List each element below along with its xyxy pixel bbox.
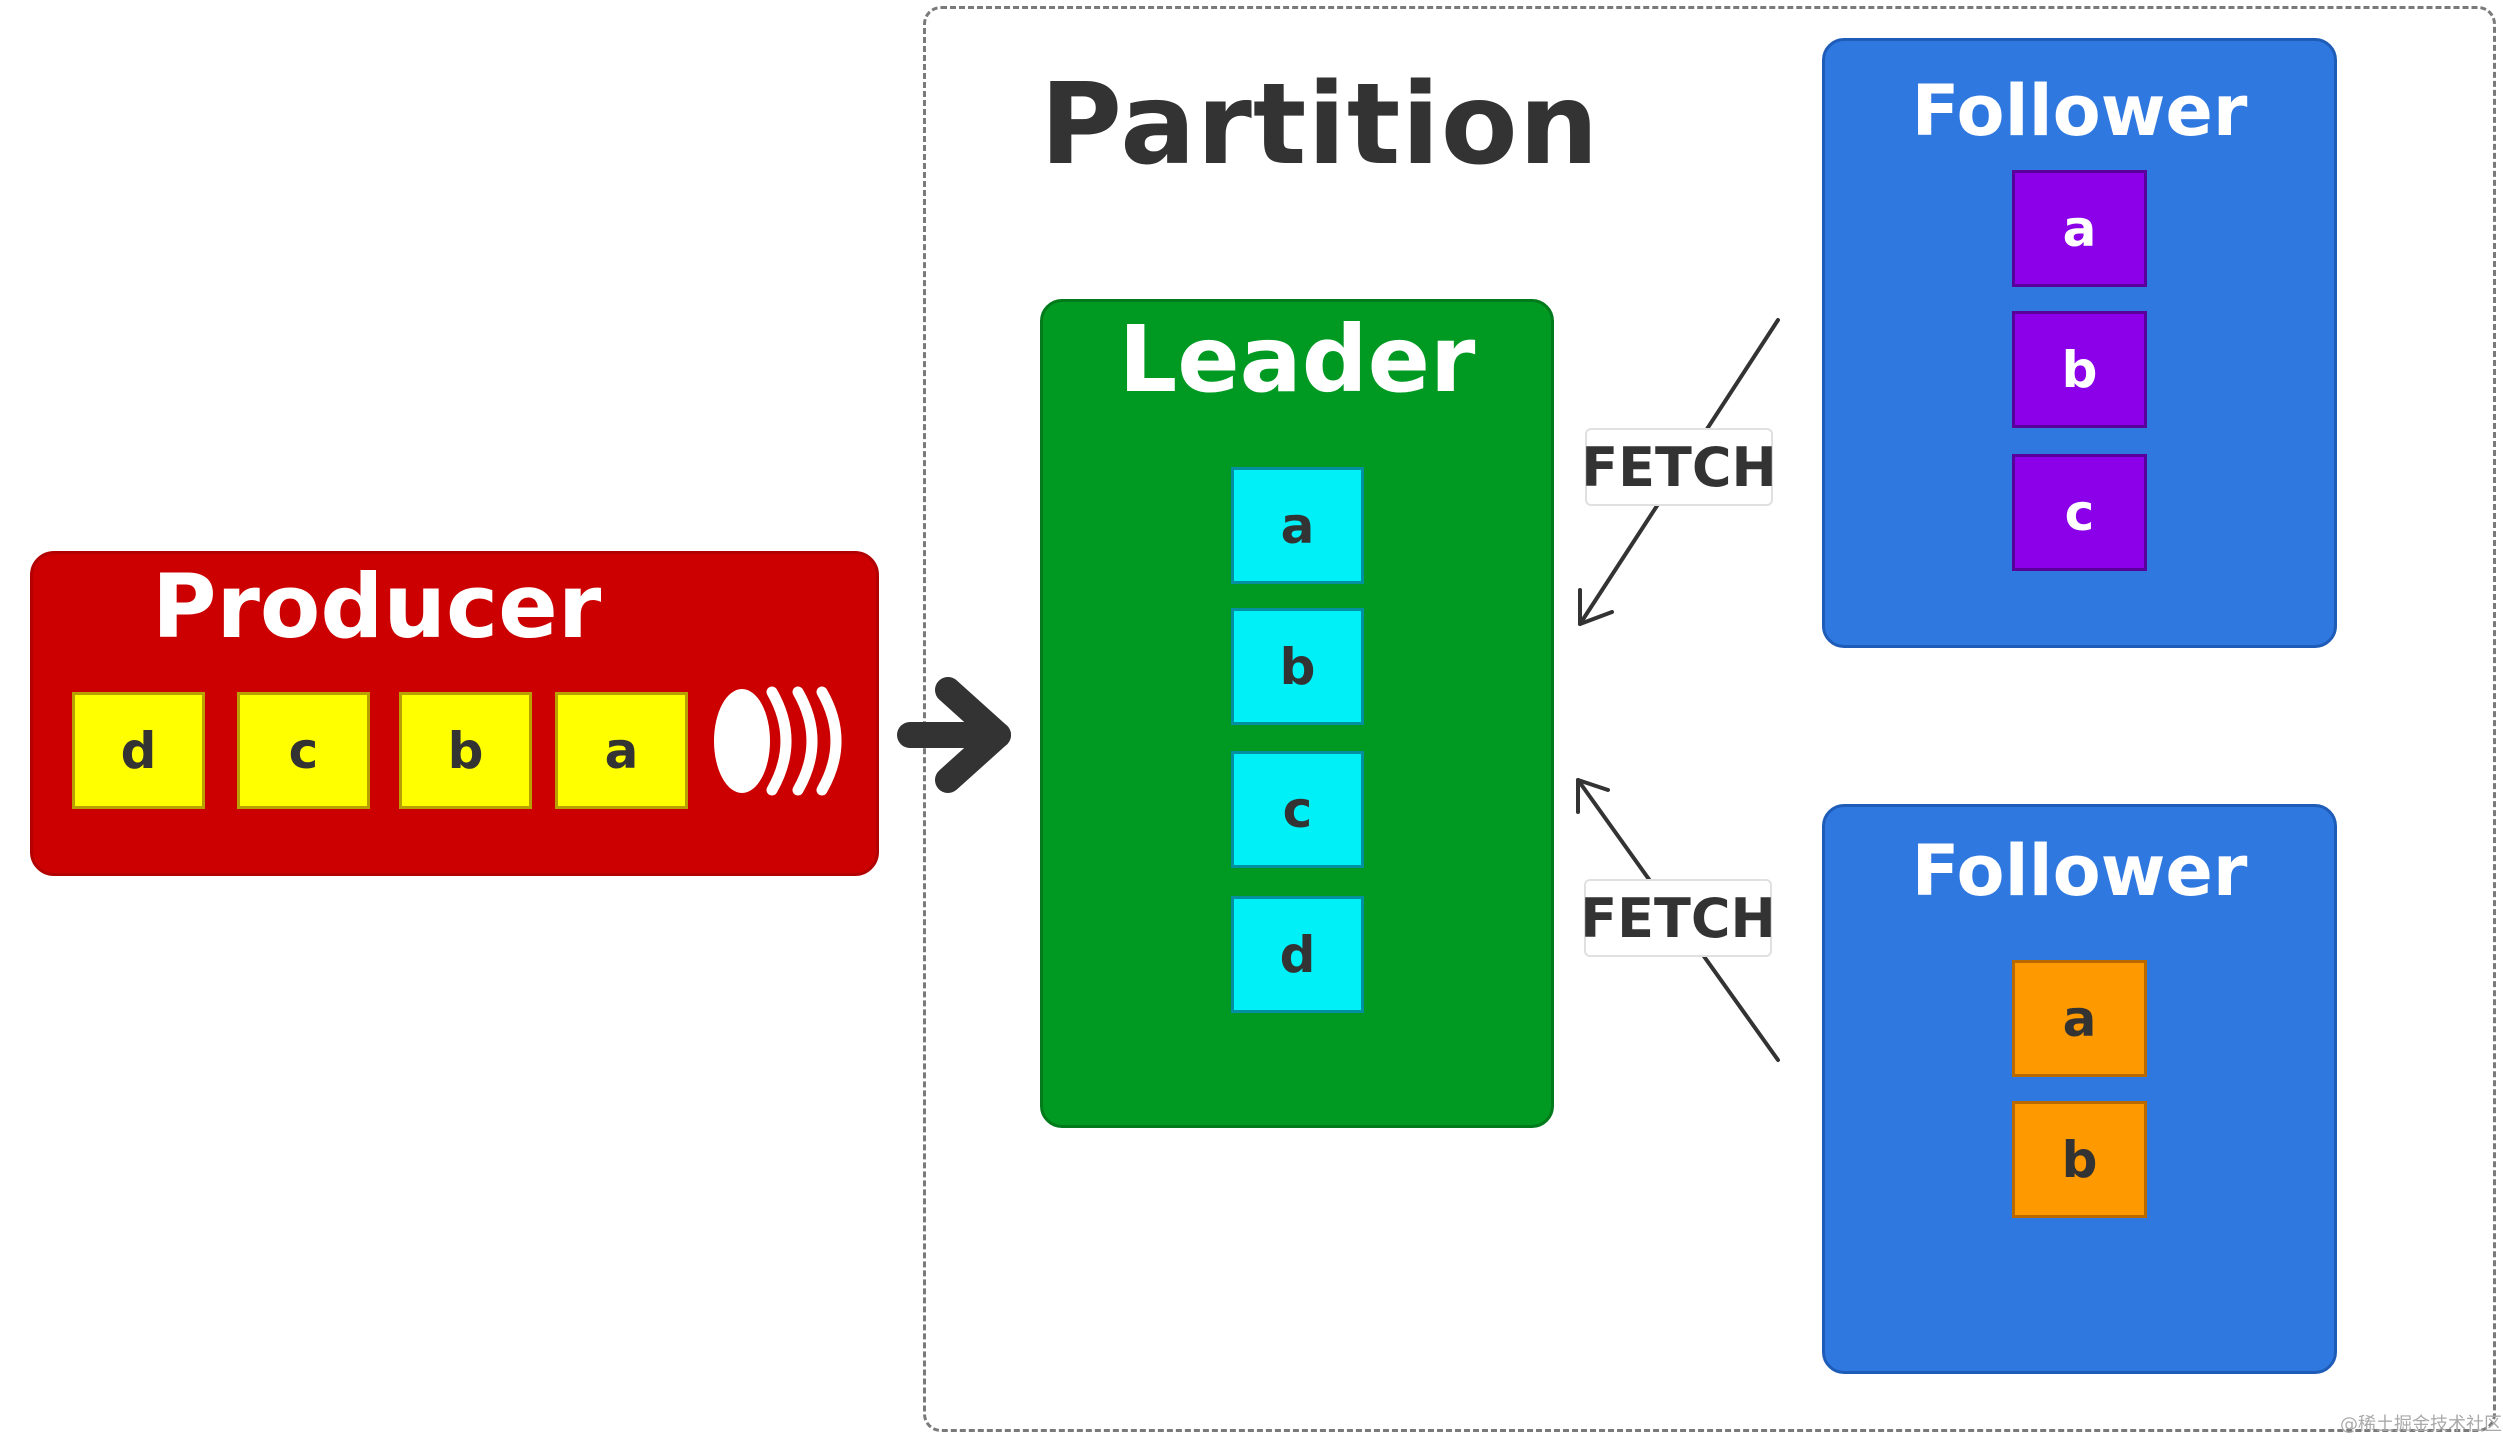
follower-box-2 <box>1822 804 2337 1374</box>
producer-message-b: b <box>399 692 532 809</box>
follower1-message-a: a <box>2012 170 2147 287</box>
follower-title-2: Follower <box>1911 830 2248 912</box>
follower-title-1: Follower <box>1911 70 2248 152</box>
fetch-label-1: FETCH <box>1581 428 1777 506</box>
follower2-message-a: a <box>2012 960 2147 1077</box>
partition-frame <box>923 6 2496 1432</box>
producer-message-c: c <box>237 692 370 809</box>
fetch-arrow-1-head <box>1578 588 1614 626</box>
leader-title: Leader <box>1118 306 1476 413</box>
leader-message-a: a <box>1231 467 1364 584</box>
partition-title: Partition <box>1040 60 1600 190</box>
leader-message-c: c <box>1231 751 1364 868</box>
fetch-arrow-2-head <box>1576 778 1610 814</box>
leader-message-b: b <box>1231 608 1364 725</box>
producer-message-a: a <box>555 692 688 809</box>
producer-title: Producer <box>152 555 602 658</box>
follower1-message-b: b <box>2012 311 2147 428</box>
watermark: @稀土掘金技术社区 <box>2340 1414 2502 1435</box>
fetch-label-2: FETCH <box>1580 879 1776 957</box>
follower2-message-b: b <box>2012 1101 2147 1218</box>
leader-message-d: d <box>1231 896 1364 1013</box>
producer-message-d: d <box>72 692 205 809</box>
follower1-message-c: c <box>2012 454 2147 571</box>
